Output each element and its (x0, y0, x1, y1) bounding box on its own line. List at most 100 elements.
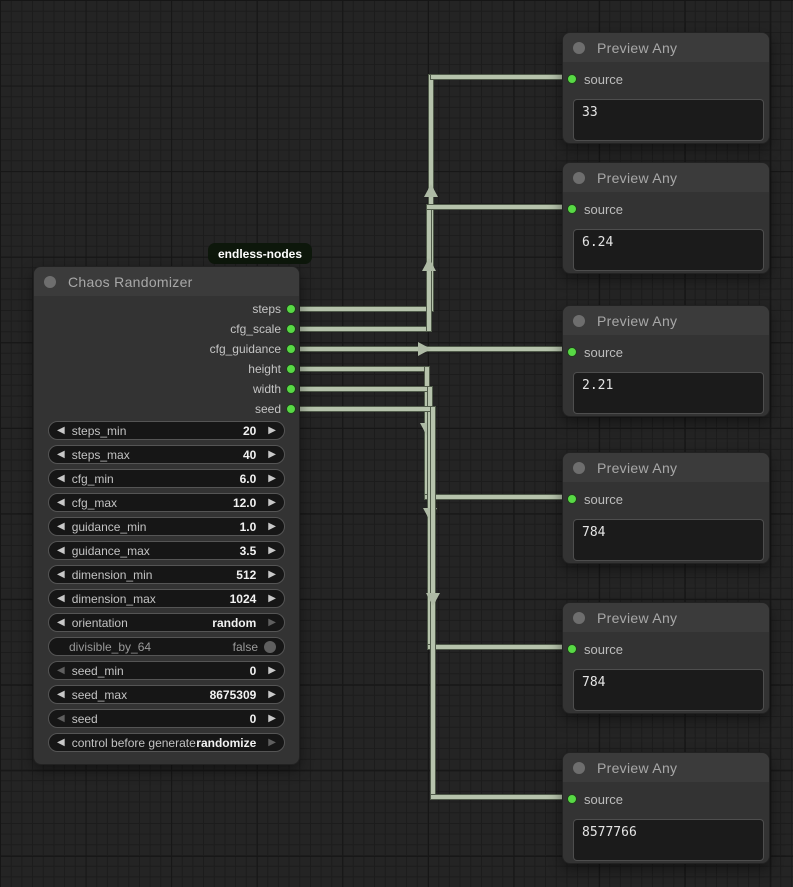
increment-arrow-icon[interactable]: ▶ (268, 592, 276, 604)
preview-any-node-6[interactable]: Preview Any source 8577766 (562, 752, 770, 864)
widget-seed-max[interactable]: ◀ seed_max 8675309 ▶ (48, 685, 285, 704)
preview-value-box[interactable]: 6.24 (573, 229, 764, 271)
preview-value-box[interactable]: 2.21 (573, 372, 764, 414)
preview-any-node-1[interactable]: Preview Any source 33 (562, 32, 770, 144)
collapse-dot-icon[interactable] (573, 761, 585, 774)
input-slot-icon[interactable] (567, 794, 577, 804)
wire-cfg-scale (292, 327, 431, 331)
widget-orientation[interactable]: ◀ orientation random ▶ (48, 613, 285, 632)
widget-value[interactable]: 3.5 (239, 543, 257, 558)
decrement-arrow-icon[interactable]: ◀ (57, 736, 65, 748)
wire-cfg-scale (427, 205, 563, 209)
widget-value[interactable]: 12.0 (232, 495, 257, 510)
widget-value[interactable]: randomize (196, 735, 257, 750)
increment-arrow-icon[interactable]: ▶ (268, 448, 276, 460)
preview-value-box[interactable]: 8577766 (573, 819, 764, 861)
input-slot-icon[interactable] (567, 204, 577, 214)
widget-steps-max[interactable]: ◀ steps_max 40 ▶ (48, 445, 285, 464)
input-slot-icon[interactable] (567, 347, 577, 357)
increment-arrow-icon[interactable]: ▶ (268, 736, 276, 748)
widget-seed-min[interactable]: ◀ seed_min 0 ▶ (48, 661, 285, 680)
widget-control-before-generate[interactable]: ◀ control before generate randomize ▶ (48, 733, 285, 752)
widget-cfg-min[interactable]: ◀ cfg_min 6.0 ▶ (48, 469, 285, 488)
collapse-dot-icon[interactable] (573, 171, 585, 184)
widget-label: guidance_min (71, 519, 147, 534)
widget-guidance-min[interactable]: ◀ guidance_min 1.0 ▶ (48, 517, 285, 536)
preview-any-node-4[interactable]: Preview Any source 784 (562, 452, 770, 564)
widget-cfg-max[interactable]: ◀ cfg_max 12.0 ▶ (48, 493, 285, 512)
increment-arrow-icon[interactable]: ▶ (268, 664, 276, 676)
increment-arrow-icon[interactable]: ▶ (268, 424, 276, 436)
widget-value[interactable]: 20 (242, 423, 257, 438)
preview-any-node-2[interactable]: Preview Any source 6.24 (562, 162, 770, 274)
node-title-bar[interactable]: Preview Any (563, 33, 769, 62)
decrement-arrow-icon[interactable]: ◀ (57, 664, 65, 676)
widget-dimension-min[interactable]: ◀ dimension_min 512 ▶ (48, 565, 285, 584)
widget-seed[interactable]: ◀ seed 0 ▶ (48, 709, 285, 728)
preview-any-node-5[interactable]: Preview Any source 784 (562, 602, 770, 714)
widget-value[interactable]: 8675309 (209, 687, 257, 702)
node-title-bar[interactable]: Preview Any (563, 453, 769, 482)
widget-divisible-by-64[interactable]: divisible_by_64 false (48, 637, 285, 656)
collapse-dot-icon[interactable] (573, 314, 585, 327)
increment-arrow-icon[interactable]: ▶ (268, 496, 276, 508)
output-slot-icon[interactable] (286, 404, 296, 414)
output-slot-icon[interactable] (286, 304, 296, 314)
wire-height (425, 495, 563, 499)
input-slot-icon[interactable] (567, 644, 577, 654)
decrement-arrow-icon[interactable]: ◀ (57, 544, 65, 556)
node-title-bar[interactable]: Preview Any (563, 753, 769, 782)
collapse-dot-icon[interactable] (573, 41, 585, 54)
widget-steps-min[interactable]: ◀ steps_min 20 ▶ (48, 421, 285, 440)
increment-arrow-icon[interactable]: ▶ (268, 472, 276, 484)
decrement-arrow-icon[interactable]: ◀ (57, 712, 65, 724)
widget-value[interactable]: random (212, 615, 257, 630)
widget-dimension-max[interactable]: ◀ dimension_max 1024 ▶ (48, 589, 285, 608)
node-title-bar[interactable]: Chaos Randomizer (34, 267, 299, 296)
decrement-arrow-icon[interactable]: ◀ (57, 688, 65, 700)
decrement-arrow-icon[interactable]: ◀ (57, 568, 65, 580)
widget-value[interactable]: 40 (242, 447, 257, 462)
output-slot-icon[interactable] (286, 344, 296, 354)
preview-any-node-3[interactable]: Preview Any source 2.21 (562, 305, 770, 417)
collapse-dot-icon[interactable] (44, 275, 56, 288)
increment-arrow-icon[interactable]: ▶ (268, 568, 276, 580)
input-slot-icon[interactable] (567, 74, 577, 84)
node-title-bar[interactable]: Preview Any (563, 306, 769, 335)
increment-arrow-icon[interactable]: ▶ (268, 688, 276, 700)
collapse-dot-icon[interactable] (573, 461, 585, 474)
preview-value-box[interactable]: 33 (573, 99, 764, 141)
widget-list: ◀ steps_min 20 ▶ ◀ steps_max 40 ▶ ◀ cfg_… (34, 419, 299, 752)
widget-guidance-max[interactable]: ◀ guidance_max 3.5 ▶ (48, 541, 285, 560)
output-slot-icon[interactable] (286, 324, 296, 334)
output-slot-icon[interactable] (286, 384, 296, 394)
decrement-arrow-icon[interactable]: ◀ (57, 520, 65, 532)
decrement-arrow-icon[interactable]: ◀ (57, 448, 65, 460)
decrement-arrow-icon[interactable]: ◀ (57, 616, 65, 628)
widget-value[interactable]: 1.0 (239, 519, 257, 534)
decrement-arrow-icon[interactable]: ◀ (57, 592, 65, 604)
increment-arrow-icon[interactable]: ▶ (268, 616, 276, 628)
preview-value-box[interactable]: 784 (573, 519, 764, 561)
widget-value[interactable]: 512 (236, 567, 257, 582)
preview-value-box[interactable]: 784 (573, 669, 764, 711)
widget-value[interactable]: 6.0 (239, 471, 257, 486)
widget-value[interactable]: 1024 (229, 591, 257, 606)
widget-value[interactable]: 0 (249, 711, 257, 726)
decrement-arrow-icon[interactable]: ◀ (57, 472, 65, 484)
chaos-randomizer-node[interactable]: Chaos Randomizer steps cfg_scale cfg_gui… (33, 266, 300, 765)
node-title-bar[interactable]: Preview Any (563, 163, 769, 192)
input-slot-icon[interactable] (567, 494, 577, 504)
decrement-arrow-icon[interactable]: ◀ (57, 496, 65, 508)
widget-value[interactable]: 0 (249, 663, 257, 678)
increment-arrow-icon[interactable]: ▶ (268, 544, 276, 556)
output-slot-icon[interactable] (286, 364, 296, 374)
toggle-knob-icon[interactable] (264, 640, 276, 653)
increment-arrow-icon[interactable]: ▶ (268, 712, 276, 724)
increment-arrow-icon[interactable]: ▶ (268, 520, 276, 532)
node-title-bar[interactable]: Preview Any (563, 603, 769, 632)
collapse-dot-icon[interactable] (573, 611, 585, 624)
node-title: Preview Any (597, 39, 678, 56)
decrement-arrow-icon[interactable]: ◀ (57, 424, 65, 436)
